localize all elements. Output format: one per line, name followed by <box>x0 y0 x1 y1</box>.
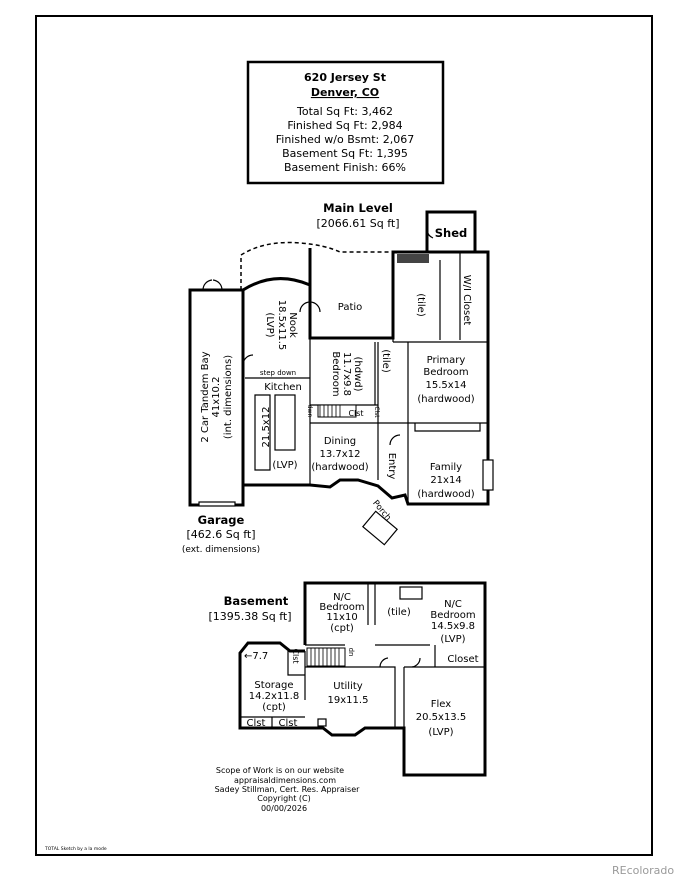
stairs-dn-label: dn <box>347 648 355 657</box>
svg-text:(hardwood): (hardwood) <box>311 462 368 473</box>
room-family: Family 21x14 (hardwood) <box>417 462 474 500</box>
svg-text:Bedroom: Bedroom <box>423 367 468 378</box>
city: Denver, CO <box>311 86 379 99</box>
main-level-area: [2066.61 Sq ft] <box>316 217 399 230</box>
svg-text:Bedroom: Bedroom <box>430 610 475 621</box>
basement-sqft: Basement Sq Ft: 1,395 <box>282 147 408 160</box>
svg-text:(cpt): (cpt) <box>262 702 286 713</box>
info-box: 620 Jersey St Denver, CO Total Sq Ft: 3,… <box>246 60 445 185</box>
svg-text:(LVP): (LVP) <box>264 312 275 337</box>
svg-text:15.5x14: 15.5x14 <box>426 380 467 391</box>
svg-text:(LVP): (LVP) <box>428 727 453 738</box>
svg-text:Copyright (C): Copyright (C) <box>257 794 310 803</box>
credits: Scope of Work is on our website appraisa… <box>215 766 361 813</box>
svg-text:(hardwood): (hardwood) <box>417 489 474 500</box>
closet-label-3: Clst <box>291 648 300 663</box>
room-primary-bedroom: Primary Bedroom 15.5x14 (hardwood) <box>417 355 474 405</box>
address: 620 Jersey St <box>304 71 386 84</box>
svg-text:(cpt): (cpt) <box>330 623 354 634</box>
room-shed: Shed <box>435 226 468 240</box>
finished-sqft: Finished Sq Ft: 2,984 <box>287 119 402 132</box>
svg-text:21x14: 21x14 <box>430 475 461 486</box>
svg-text:Nook: Nook <box>287 312 298 338</box>
room-dining: Dining 13.7x12 (hardwood) <box>311 436 368 473</box>
svg-text:18.5x11.5: 18.5x11.5 <box>276 300 287 350</box>
svg-text:Family: Family <box>430 462 462 473</box>
room-nc-bedroom-2: N/C <box>444 599 462 610</box>
svg-text:41x10.2: 41x10.2 <box>211 377 222 418</box>
room-wi-closet: W/I Closet <box>461 275 472 326</box>
footer-note: TOTAL Sketch by a la mode <box>44 846 107 852</box>
svg-text:Dining: Dining <box>324 436 356 447</box>
svg-text:appraisaldimensions.com: appraisaldimensions.com <box>234 776 336 785</box>
total-sqft: Total Sq Ft: 3,462 <box>296 105 393 118</box>
svg-text:(int. dimensions): (int. dimensions) <box>223 355 234 439</box>
svg-text:(LVP): (LVP) <box>272 460 297 471</box>
basement-plan: Basement [1395.38 Sq ft] N/C Bedroom 11x… <box>208 581 487 777</box>
room-patio: Patio <box>338 302 363 313</box>
stairs-down-label: dwn <box>306 405 313 418</box>
closet-label-2: Clst <box>373 406 380 418</box>
room-nc-bedroom-1: N/C <box>333 592 351 603</box>
room-flex: Flex <box>431 699 452 710</box>
closet-label: Clst <box>348 409 363 418</box>
dimension-7-7: ←7.7 <box>244 651 268 662</box>
closet-label-5: Clst <box>279 718 298 729</box>
page-border <box>35 15 653 856</box>
svg-text:14.5x9.8: 14.5x9.8 <box>431 621 475 632</box>
room-storage: Storage <box>254 680 293 691</box>
svg-text:Sadey Stillman, Cert. Res. App: Sadey Stillman, Cert. Res. Appraiser <box>215 785 361 794</box>
room-kitchen: Kitchen 21.5x12 (LVP) <box>261 382 302 471</box>
room-bedroom: Bedroom 11.7x9.8 (hdwd) <box>330 351 363 396</box>
basement-finish: Basement Finish: 66% <box>284 161 406 174</box>
svg-text:20.5x13.5: 20.5x13.5 <box>416 712 466 723</box>
room-hall-tile: (tile) <box>380 349 391 373</box>
svg-text:Primary: Primary <box>427 355 466 366</box>
garage-note: (ext. dimensions) <box>182 545 260 555</box>
step-down-label: step down <box>260 369 296 377</box>
main-level-plan: Main Level [2066.61 Sq ft] Shed Patio W/… <box>182 201 494 555</box>
finished-wo-bsmt: Finished w/o Bsmt: 2,067 <box>276 133 415 146</box>
svg-text:Bedroom: Bedroom <box>319 602 364 613</box>
svg-text:13.7x12: 13.7x12 <box>320 449 361 460</box>
svg-text:(hdwd): (hdwd) <box>352 356 363 391</box>
svg-text:Kitchen: Kitchen <box>264 382 302 393</box>
closet-label-4: Clst <box>247 718 266 729</box>
svg-text:14.2x11.8: 14.2x11.8 <box>249 691 299 702</box>
room-garage-bay: 2 Car Tandem Bay 41x10.2 (int. dimension… <box>200 351 234 442</box>
svg-text:Scope of Work is on our websit: Scope of Work is on our website <box>216 766 344 775</box>
svg-text:(hardwood): (hardwood) <box>417 394 474 405</box>
garage-area: [462.6 Sq ft] <box>186 528 255 541</box>
svg-text:11x10: 11x10 <box>326 612 357 623</box>
svg-text:Bedroom: Bedroom <box>330 351 341 396</box>
svg-text:11.7x9.8: 11.7x9.8 <box>341 352 352 396</box>
room-nook: Nook 18.5x11.5 (LVP) <box>264 300 298 350</box>
room-closet: Closet <box>447 654 478 665</box>
room-utility: Utility <box>333 681 362 692</box>
basement-area: [1395.38 Sq ft] <box>208 610 291 623</box>
basement-title: Basement <box>224 594 289 608</box>
svg-text:00/00/2026: 00/00/2026 <box>261 804 307 813</box>
watermark: REcolorado <box>612 864 674 877</box>
svg-text:2 Car Tandem Bay: 2 Car Tandem Bay <box>200 351 211 442</box>
room-entry: Entry <box>386 453 397 480</box>
main-level-title: Main Level <box>323 201 393 215</box>
svg-text:19x11.5: 19x11.5 <box>328 695 369 706</box>
room-basement-tile: (tile) <box>387 607 411 618</box>
room-bath-tile: (tile) <box>415 293 426 317</box>
svg-text:21.5x12: 21.5x12 <box>261 407 272 448</box>
svg-text:(LVP): (LVP) <box>440 634 465 645</box>
garage-title: Garage <box>198 513 245 527</box>
